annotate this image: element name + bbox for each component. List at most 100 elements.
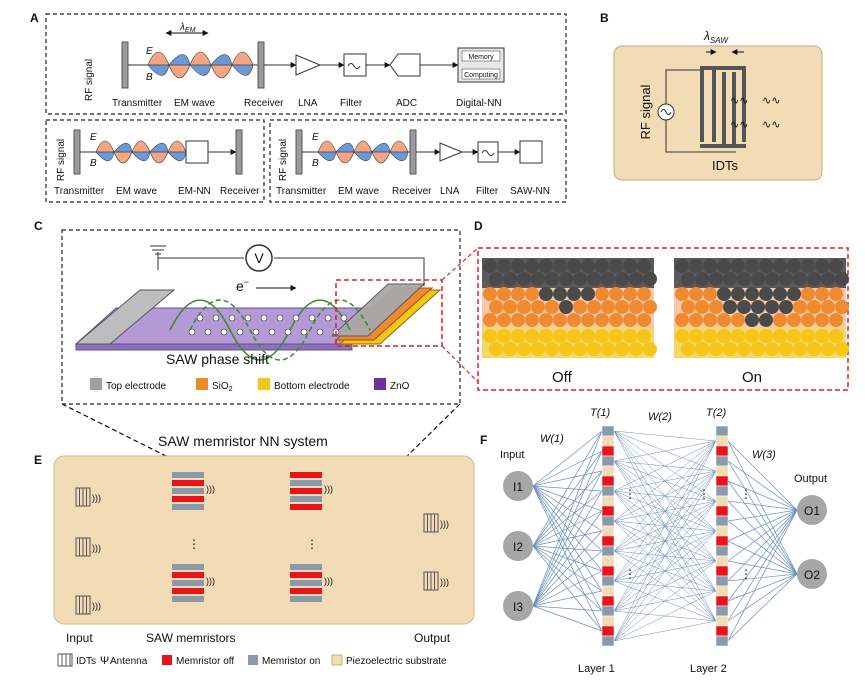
b-field-lobe [168, 54, 191, 66]
panel-a-bottom-right-chain: RF signal E B Transmitter EM wave Receiv… [276, 129, 550, 197]
saw-phase-shift-label: SAW phase shift [166, 351, 269, 367]
lna-icon [295, 54, 322, 76]
oxide-atom [815, 313, 829, 327]
oxide-atom [539, 313, 553, 327]
metal-atom [489, 272, 503, 286]
bottom-atom [675, 329, 689, 343]
ellipsis: ⋮ [188, 537, 200, 551]
panel-b-label: B [600, 11, 609, 25]
memristor-off [290, 588, 322, 594]
w1-connection [532, 450, 603, 487]
w1-connection [532, 510, 603, 607]
oxide-atom [483, 287, 497, 301]
vacancy-dot [228, 314, 236, 322]
w1-connection [532, 470, 603, 487]
w3-connection [727, 540, 798, 575]
piezo-substrate [53, 455, 475, 625]
w1-label: W(1) [540, 433, 564, 445]
oxide-atom [751, 300, 765, 314]
metal-atom [609, 259, 623, 273]
receiver-antenna-icon [235, 129, 243, 175]
oxide-atom [525, 287, 539, 301]
layer-cell [601, 475, 615, 487]
w2-connection [613, 440, 717, 462]
oxide-atom [787, 287, 801, 301]
vacancy-dot [196, 314, 204, 322]
vacancy-dot [220, 328, 228, 336]
bottom-atom [681, 342, 695, 356]
oxide-atom [567, 313, 581, 327]
panel-a-top-frame [45, 13, 567, 115]
memristor-on [172, 472, 204, 478]
e-field-lobe [189, 51, 212, 66]
bottom-atom [503, 342, 517, 356]
panel-a-top-chain: RF signal E B λEM Memory Computing Trans… [84, 22, 505, 109]
oxide-atom [609, 313, 623, 327]
output-node-2: O2 [797, 559, 827, 589]
oxide-atom [801, 287, 815, 301]
oxide-atom [773, 287, 787, 301]
output-label: Output [414, 631, 451, 645]
b-field-lobe [149, 142, 169, 153]
layer-cell [601, 625, 615, 637]
vacancy-dot [236, 328, 244, 336]
w1-connection [532, 550, 603, 607]
w1-connection [532, 605, 603, 632]
voltmeter-icon [245, 244, 273, 272]
input-node-1: I1 [503, 471, 533, 501]
w3-connection [727, 509, 798, 542]
layer-cell [601, 495, 615, 507]
oxide-atom [497, 287, 511, 301]
oxide-atom [717, 313, 731, 327]
wave-glyph: ))) [206, 576, 215, 586]
vacancy-dot [188, 328, 196, 336]
oxide-atom [637, 313, 651, 327]
metal-atom [615, 272, 629, 286]
filter-icon [343, 53, 367, 77]
legend-memristor-on-swatch [248, 655, 258, 665]
wave-glyph: ))) [92, 601, 101, 611]
em-nn-label: EM-NN [178, 186, 211, 197]
memristor-off [172, 588, 204, 594]
output-label: Output [794, 473, 827, 485]
layer-cell [601, 515, 615, 527]
w2-connection [613, 530, 717, 642]
bottom-atom [689, 329, 703, 343]
layer-cell [715, 495, 729, 507]
lattice-on [674, 258, 849, 358]
w3-connection [727, 573, 798, 582]
vacancy-dot [324, 314, 332, 322]
oxide-atom [573, 300, 587, 314]
memristor-on [290, 564, 322, 570]
saw-wave-dashed [189, 299, 371, 361]
bottom-atom [525, 329, 539, 343]
memristor-on [290, 496, 322, 502]
layer-cell [715, 475, 729, 487]
oxide-atom [689, 287, 703, 301]
metal-atom [723, 272, 737, 286]
zno-vacancies [188, 314, 348, 336]
off-label: Off [552, 369, 573, 386]
oxide-atom [629, 300, 643, 314]
lna-icon [439, 142, 464, 162]
panel-a-bottom-right-frame [269, 119, 567, 203]
layer-cell [715, 555, 729, 567]
metal-atom [773, 259, 787, 273]
layer-columns [601, 425, 729, 647]
w2-connection [613, 560, 717, 642]
vacancy-dot [276, 314, 284, 322]
legend-substrate-label: Piezoelectric substrate [346, 656, 447, 667]
memristor-off [290, 504, 322, 510]
bottom-atom [545, 342, 559, 356]
metal-atom [689, 259, 703, 273]
b-field-lobe [317, 151, 337, 162]
wave-glyph: ))) [440, 519, 449, 529]
ellipsis: ⋮ [624, 567, 636, 581]
metal-atom [675, 259, 689, 273]
bottom-atom [637, 329, 651, 343]
oxide-atom [675, 287, 689, 301]
b-field-lobe [113, 142, 133, 153]
oxide-atom [835, 300, 849, 314]
input-node-1-label: I1 [513, 480, 523, 494]
metal-atom [643, 272, 657, 286]
